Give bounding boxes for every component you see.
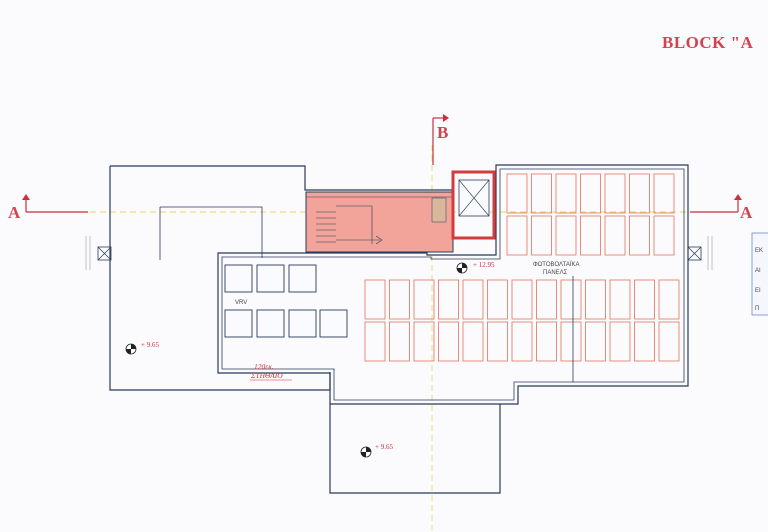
pv-panel xyxy=(585,321,606,362)
pv-label-line2: ΠΑΝΕΛΣ xyxy=(543,270,568,276)
pv-panel xyxy=(438,279,459,320)
pv-panel xyxy=(413,321,435,362)
section-marker-a-right: A xyxy=(690,194,753,222)
pv-panel xyxy=(634,321,655,362)
central-zone-outline xyxy=(217,164,689,405)
section-a-left-label: A xyxy=(8,203,21,222)
pv-panel xyxy=(506,173,528,214)
pv-panel xyxy=(536,279,557,320)
pv-panel xyxy=(506,215,528,256)
legend-box-partial: ΕΚ ΑΙ ΕΙ Π xyxy=(751,232,768,316)
pv-panel xyxy=(580,173,601,214)
elevation-left-label: + 9.65 xyxy=(141,341,159,349)
pv-panel xyxy=(580,215,601,256)
pv-panel xyxy=(629,215,650,256)
pv-panel xyxy=(653,173,675,214)
pv-panels-upper xyxy=(506,173,675,256)
bottom-extension xyxy=(329,404,501,494)
legend-line-4: Π xyxy=(755,306,759,312)
vrv-label: VRV xyxy=(235,300,247,306)
parapet-label-line1: 120εκ. xyxy=(254,362,274,371)
pv-panel xyxy=(560,279,582,320)
pv-panel xyxy=(413,279,435,320)
pv-panel xyxy=(462,321,484,362)
pv-panel xyxy=(634,279,655,320)
pv-panel xyxy=(609,321,631,362)
pv-panel xyxy=(604,215,626,256)
pv-panels-lower xyxy=(364,279,680,362)
pv-panel xyxy=(653,215,675,256)
pv-panel xyxy=(555,215,577,256)
pv-panel xyxy=(438,321,459,362)
section-b-label: B xyxy=(437,123,449,142)
elevation-bottom-label: + 9.65 xyxy=(375,443,393,451)
elevation-marker-left: + 9.65 xyxy=(125,341,159,355)
vent-symbol-right xyxy=(687,246,702,261)
pv-panel xyxy=(604,173,626,214)
pv-panel xyxy=(560,321,582,362)
section-marker-b: B xyxy=(432,114,449,165)
pv-panel xyxy=(658,321,680,362)
pv-panel xyxy=(511,279,533,320)
vrv-units xyxy=(224,264,348,338)
pv-panel xyxy=(536,321,557,362)
pv-panel xyxy=(389,321,410,362)
stair-core xyxy=(305,191,454,253)
legend-line-3: ΕΙ xyxy=(755,288,761,294)
elevation-upper-label: + 12.95 xyxy=(473,261,495,269)
pv-panel xyxy=(585,279,606,320)
pv-panel xyxy=(487,279,508,320)
pv-panel xyxy=(531,215,552,256)
stair-door-symbol xyxy=(431,197,447,223)
pv-panel xyxy=(629,173,650,214)
legend-line-1: ΕΚ xyxy=(755,248,763,254)
pv-panel xyxy=(364,279,386,320)
parapet-detail-right xyxy=(707,236,713,270)
pv-panel xyxy=(364,321,386,362)
pv-label-line1: ΦΩΤΟΒΟΛΤΑΪΚΑ xyxy=(533,261,580,268)
parapet-detail-left xyxy=(85,236,91,270)
vent-symbol-left xyxy=(97,246,112,261)
legend-line-2: ΑΙ xyxy=(755,268,761,274)
block-title: BLOCK "A xyxy=(662,33,754,52)
section-marker-a-left: A xyxy=(8,194,88,222)
pv-panel xyxy=(389,279,410,320)
pv-panel xyxy=(555,173,577,214)
parapet-label-line2: ΣΤΗΘΑΙΟ xyxy=(250,371,283,380)
elevation-marker-bottom: + 9.65 xyxy=(360,443,393,458)
pv-panel xyxy=(609,279,631,320)
inner-courtyard xyxy=(160,206,263,258)
pv-panel xyxy=(658,279,680,320)
pv-panel xyxy=(462,279,484,320)
pv-panel xyxy=(487,321,508,362)
lift-shaft xyxy=(451,170,496,240)
pv-panel xyxy=(511,321,533,362)
elevation-marker-upper: + 12.95 xyxy=(456,261,495,274)
pv-panel xyxy=(531,173,552,214)
stair-treads xyxy=(316,205,383,245)
section-a-right-label: A xyxy=(740,203,753,222)
